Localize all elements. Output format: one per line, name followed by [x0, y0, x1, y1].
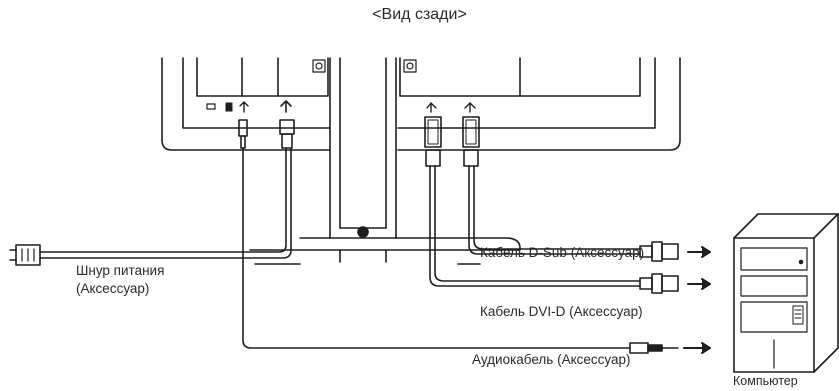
power-cord-line	[9, 147, 292, 266]
dsub-cable-line	[468, 165, 679, 262]
monitor-rear-housing	[161, 57, 681, 265]
power-cord-accessory-label: (Аксессуар)	[76, 281, 150, 296]
audio-cable-line	[242, 147, 679, 354]
diagram-title: <Вид сзади>	[372, 6, 467, 23]
audio-cable-label: Аудиокабель (Аксессуар)	[472, 352, 631, 367]
computer-label: Компьютер	[733, 374, 798, 388]
direction-arrows	[683, 246, 711, 354]
power-cord-label: Шнур питания	[76, 263, 165, 278]
dvid-cable-line	[429, 165, 679, 294]
dsub-cable-label: Кабель D-Sub (Аксессуар)	[480, 245, 645, 260]
monitor-connectors	[238, 116, 480, 167]
computer-tower-icon	[733, 213, 839, 373]
dvid-cable-label: Кабель DVI-D (Аксессуар)	[480, 304, 643, 319]
